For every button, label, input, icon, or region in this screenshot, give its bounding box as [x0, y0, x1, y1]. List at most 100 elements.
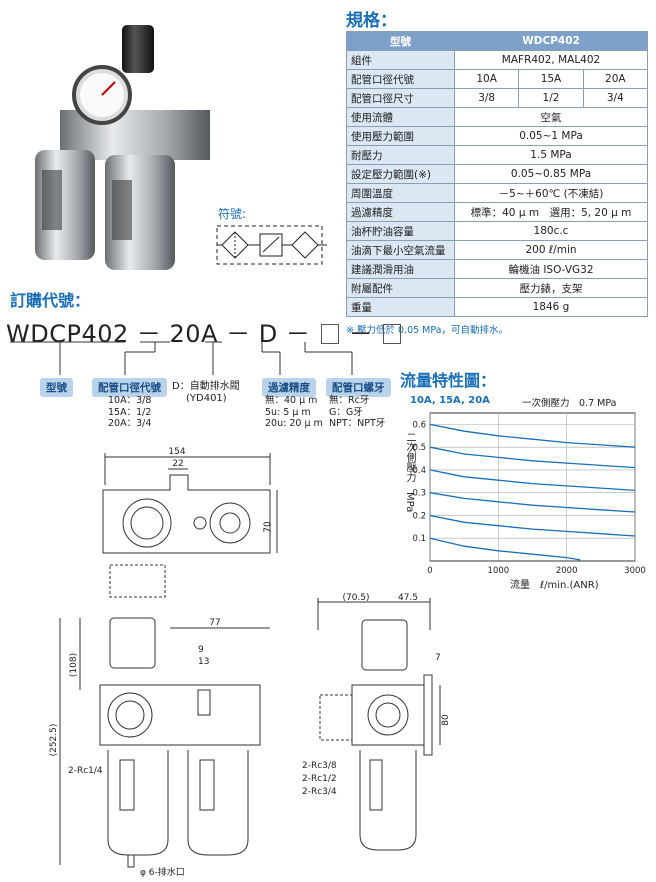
order-code: WDCP402 － 20A － D － －: [6, 314, 403, 349]
table-row: 周圍溫度－5~＋60℃ (不凍結): [346, 183, 648, 203]
plot-frame: [429, 412, 636, 562]
code-dash: －: [136, 320, 162, 348]
flow-inlet-pressure: 一次側壓力 0.7 MPa: [522, 398, 617, 409]
pneumatic-symbol: [216, 225, 327, 265]
spec-value: 3/8: [453, 88, 520, 108]
spec-value: 180c.c: [454, 221, 648, 241]
spec-label: 油杯貯油容量: [346, 221, 455, 241]
x-tick-label: 0: [427, 566, 432, 576]
spec-value: 壓力錶，支架: [454, 278, 648, 298]
side-view-drawing: (70.5) 47.5 7 80 2-Rc3/8 2-Rc1/2 2-Rc3/4: [302, 593, 450, 851]
spec-label: 周圍溫度: [346, 183, 455, 203]
spec-value: 1.5 MPa: [454, 145, 648, 165]
code-filter-box: [320, 324, 339, 344]
spec-label: 配管口徑尺寸: [346, 88, 455, 108]
dim-label: (108): [69, 653, 79, 677]
spec-value: MAFR402, MAL402: [454, 50, 648, 70]
spec-header-value: WDCP402: [454, 31, 648, 51]
spec-value: 20A: [582, 69, 649, 89]
spec-label: 過濾精度: [346, 202, 455, 222]
x-tick-label: 2000: [556, 566, 578, 576]
spec-value: 空氣: [454, 107, 648, 127]
code-model: WDCP402: [6, 320, 129, 348]
series-line-5: [429, 514, 636, 537]
option: 10A：3/8: [108, 395, 152, 406]
tag-filter: 過濾精度: [262, 378, 316, 397]
flow-title: 流量特性圖：: [400, 371, 497, 390]
flow-xlabel: 流量 ℓ/min.(ANR): [510, 580, 599, 591]
table-row: 過濾精度標準：40 µ m 選用：5, 20 µ m: [346, 202, 648, 222]
tag-model: 型號: [40, 378, 73, 397]
filter-options: 無：40 µ m 5u: 5 µ m 20u: 20 µ m: [265, 395, 323, 430]
spec-note: ※ 壓力低於 0.05 MPa，可自動排水。: [346, 325, 508, 336]
table-row: 附屬配件壓力錶，支架: [346, 278, 648, 298]
spec-value: 0.05~1 MPa: [454, 126, 648, 146]
series-line-6: [429, 537, 581, 561]
dim-label: 7: [435, 653, 441, 663]
spec-value: －5~＋60℃ (不凍結): [454, 183, 648, 203]
port-options: 10A：3/8 15A：1/2 20A：3/4: [108, 395, 151, 430]
y-tick-label: 0.2: [412, 511, 426, 521]
y-tick-label: 0.4: [412, 466, 426, 476]
spec-label: 使用壓力範圍: [346, 126, 455, 146]
table-row: 建議潤滑用油輪機油 ISO-VG32: [346, 259, 648, 279]
y-tick-label: 0.6: [412, 420, 426, 430]
dim-label: 154: [168, 447, 185, 457]
order-connector-lines: [10, 341, 353, 375]
y-tick-label: 0.1: [412, 534, 426, 544]
option: (YD401): [186, 392, 227, 404]
dim-label: 70: [263, 521, 273, 533]
option: 15A：1/2: [108, 406, 152, 418]
dim-label: (252.5): [49, 724, 59, 757]
spec-label: 配管口徑代號: [346, 69, 455, 89]
dim-label: 9: [198, 645, 204, 655]
table-row: 設定壓力範圍(※)0.05~0.85 MPa: [346, 164, 648, 184]
spec-value: 標準：40 µ m 選用：5, 20 µ m: [454, 202, 648, 222]
dim-label: 80: [441, 714, 450, 726]
drain-label: φ 6-排水口: [140, 866, 185, 878]
option: G：G牙: [329, 406, 363, 418]
y-tick-label: 0.3: [412, 489, 426, 499]
spec-value: 1/2: [518, 88, 584, 108]
table-row: 使用流體空氣: [346, 107, 648, 127]
code-dash: －: [285, 320, 311, 348]
drain-option: D：自動排水閥 (YD401): [172, 381, 240, 404]
option: 20u: 20 µ m: [265, 418, 323, 429]
flow-sizes: 10A, 15A, 20A: [410, 395, 490, 406]
series-line-2: [429, 446, 636, 469]
product-photo: [35, 25, 210, 270]
spec-value: 15A: [518, 69, 584, 89]
spec-value: 200 ℓ/min: [454, 240, 648, 260]
spec-label: 重量: [346, 297, 455, 317]
dim-label: (70.5): [342, 593, 369, 603]
tag-port: 配管口徑代號: [92, 378, 167, 397]
port-label: 2-Rc1/4: [68, 766, 103, 776]
spec-value: 輪機油 ISO-VG32: [454, 259, 648, 279]
spec-label: 組件: [346, 50, 455, 70]
spec-label: 耐壓力: [346, 145, 455, 165]
dim-label: 47.5: [398, 593, 418, 603]
spec-label: 附屬配件: [346, 278, 455, 298]
x-tick-label: 3000: [624, 566, 646, 576]
port-label: 2-Rc1/2: [302, 774, 337, 784]
spec-label: 使用流體: [346, 107, 455, 127]
spec-label: 油滴下最小空氣流量: [346, 240, 455, 260]
option: 無：40 µ m: [265, 395, 318, 406]
flow-ylabel: 二次側壓力 MPa: [404, 432, 415, 513]
spec-value: 3/4: [582, 88, 649, 108]
symbol-label: 符號:: [218, 207, 247, 221]
code-dash: －: [226, 320, 251, 348]
code-dash: －: [348, 320, 374, 348]
order-title: 訂購代號：: [10, 291, 91, 310]
x-tick-label: 1000: [488, 566, 510, 576]
spec-value: 10A: [453, 69, 520, 89]
spec-value: 1846 g: [454, 297, 648, 317]
top-view-drawing: 154 22 70: [102, 447, 278, 598]
code-drain: D: [258, 320, 278, 348]
